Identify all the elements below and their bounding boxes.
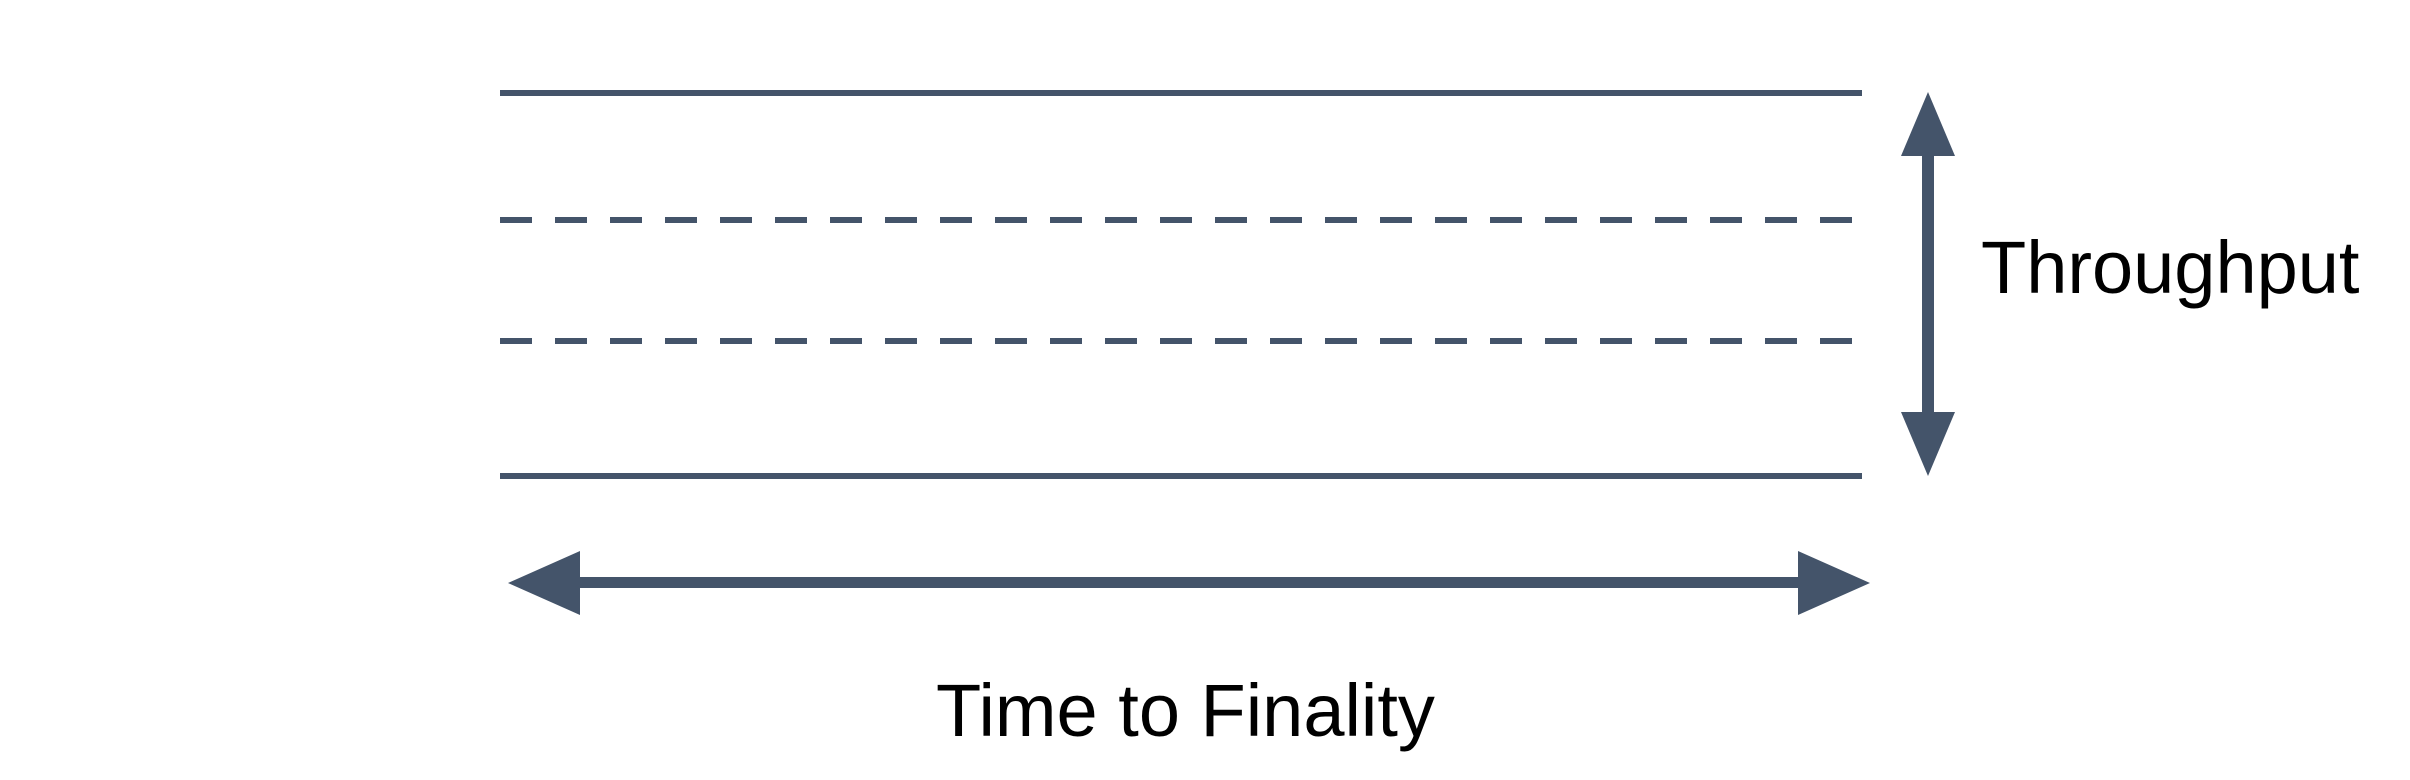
lane-lines-group [500,90,1862,479]
throughput-axis-label: Throughput [1981,226,2360,309]
time-to-finality-axis-label: Time to Finality [936,669,1435,752]
time-to-finality-arrow [508,551,1870,615]
time-to-finality-arrow-shaft [576,577,1802,588]
throughput-arrow-head-down-icon [1901,412,1955,476]
throughput-arrow-head-up-icon [1901,92,1955,156]
time-to-finality-arrow-head-left-icon [508,551,580,615]
time-to-finality-arrow-head-right-icon [1798,551,1870,615]
throughput-arrow [1901,92,1955,476]
throughput-arrow-shaft [1922,150,1934,414]
